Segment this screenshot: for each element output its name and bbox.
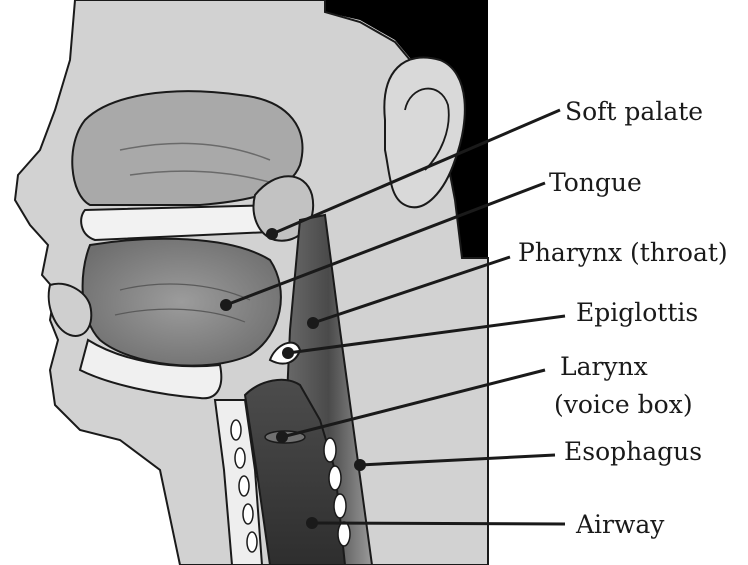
- label-tongue: Tongue: [549, 168, 642, 198]
- leader-airway: [312, 523, 565, 524]
- label-voice-box: (voice box): [554, 390, 693, 420]
- label-soft-palate: Soft palate: [565, 97, 703, 127]
- label-airway: Airway: [576, 510, 664, 540]
- label-epiglottis: Epiglottis: [576, 298, 698, 328]
- tongue-shape: [83, 239, 281, 366]
- label-esophagus: Esophagus: [564, 437, 702, 467]
- label-larynx: Larynx: [560, 352, 648, 382]
- label-pharynx: Pharynx (throat): [518, 238, 728, 268]
